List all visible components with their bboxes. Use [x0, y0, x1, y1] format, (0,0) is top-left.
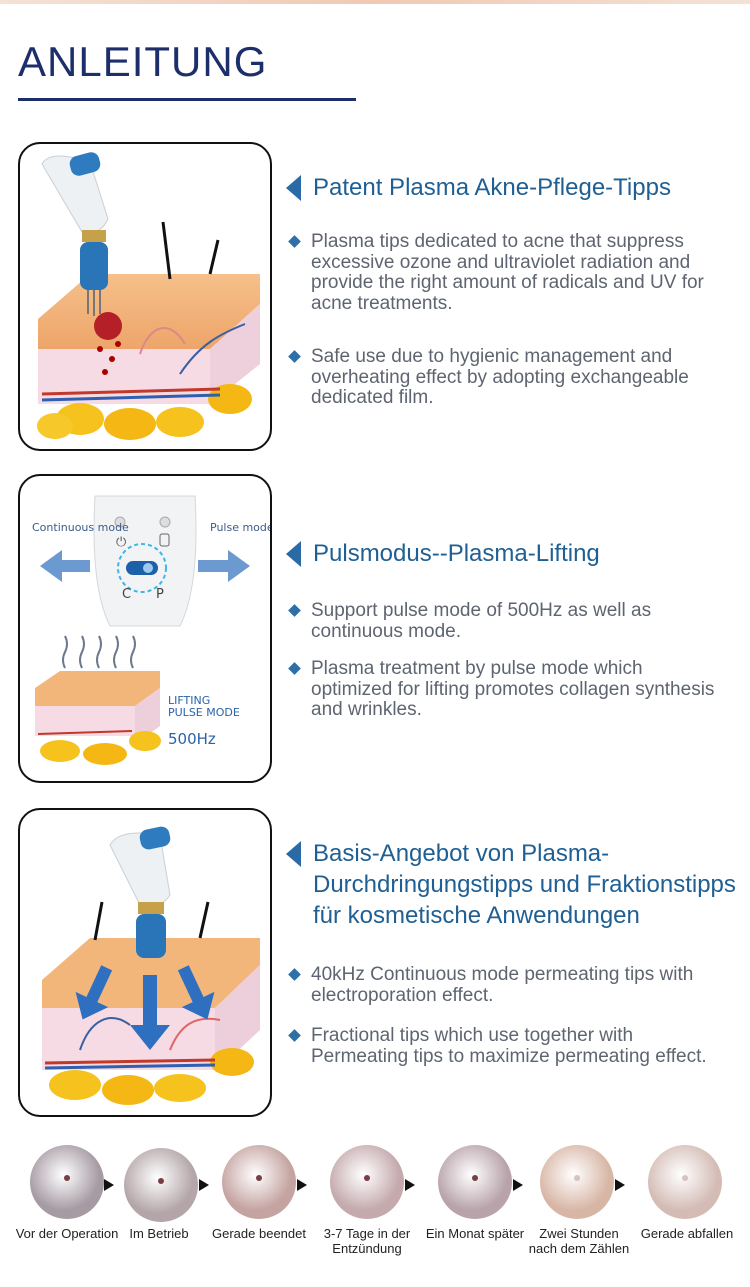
lifting-label: LIFTING: [168, 694, 210, 707]
triangle-marker-icon: [286, 541, 301, 567]
skin-stage-photo: [222, 1145, 296, 1219]
title-underline: [18, 98, 356, 101]
lesion-dot: [472, 1175, 478, 1181]
section-1-bullet-1: Plasma tips dedicated to acne that suppr…: [288, 231, 728, 314]
arrow-right-icon: [297, 1179, 307, 1191]
step-caption: Gerade beendet: [212, 1226, 306, 1241]
triangle-marker-icon: [286, 841, 301, 867]
section-2-bullet-2: Plasma treatment by pulse mode which opt…: [288, 658, 728, 721]
skin-stage-photo: [438, 1145, 512, 1219]
skin-stage-photo: [124, 1148, 198, 1222]
lesion-dot: [64, 1175, 70, 1181]
skin-stage-photo: [30, 1145, 104, 1219]
arrow-right-icon: [199, 1179, 209, 1191]
section-1-bullet-2: Safe use due to hygienic management and …: [288, 346, 728, 409]
lesion-dot: [682, 1175, 688, 1181]
acne-tip-illustration: [18, 142, 272, 451]
pulse-mode-label: Pulse mode: [210, 521, 270, 534]
arrow-right-icon: [104, 1179, 114, 1191]
continuous-mode-label: Continuous mode: [32, 521, 129, 534]
p-label: P: [156, 587, 164, 602]
step-caption: Ein Monat später: [425, 1226, 525, 1241]
step-caption: 3-7 Tage in der Entzündung: [323, 1226, 411, 1256]
skin-stage-photo: [540, 1145, 614, 1219]
frequency-label: 500Hz: [168, 730, 216, 748]
lesion-dot: [158, 1178, 164, 1184]
lesion-dot: [574, 1175, 580, 1181]
step-caption: Zwei Stunden nach dem Zählen: [528, 1226, 630, 1256]
step-caption: Vor der Operation: [15, 1226, 119, 1241]
section-2-heading: Pulsmodus--Plasma-Lifting: [286, 538, 748, 569]
skin-stage-photo: [330, 1145, 404, 1219]
triangle-marker-icon: [286, 175, 301, 201]
page-title: ANLEITUNG: [18, 38, 268, 85]
arrow-right-icon: [615, 1179, 625, 1191]
section-3-bullet-2: Fractional tips which use together with …: [288, 1025, 728, 1067]
arrow-right-icon: [405, 1179, 415, 1191]
step-caption: Im Betrieb: [129, 1226, 189, 1241]
penetration-tip-illustration: [18, 808, 272, 1117]
skin-stage-photo: [648, 1145, 722, 1219]
pulse-mode-caption: PULSE MODE: [168, 706, 240, 719]
arrow-right-icon: [513, 1179, 523, 1191]
section-3-bullet-1: 40kHz Continuous mode permeating tips wi…: [288, 964, 728, 1006]
top-accent-line: [0, 0, 750, 4]
section-3-heading: Basis-Angebot von Plasma-Durchdringungst…: [286, 838, 748, 931]
pulse-mode-illustration: ⏻ C P Continuous mode Pulse mode LIFTING…: [18, 474, 272, 783]
lesion-dot: [256, 1175, 262, 1181]
svg-text:⏻: ⏻: [116, 535, 126, 550]
section-2-bullet-1: Support pulse mode of 500Hz as well as c…: [288, 600, 728, 642]
lesion-dot: [364, 1175, 370, 1181]
section-1-heading: Patent Plasma Akne-Pflege-Tipps: [286, 172, 748, 203]
step-caption: Gerade abfallen: [640, 1226, 734, 1241]
c-label: C: [122, 587, 131, 602]
